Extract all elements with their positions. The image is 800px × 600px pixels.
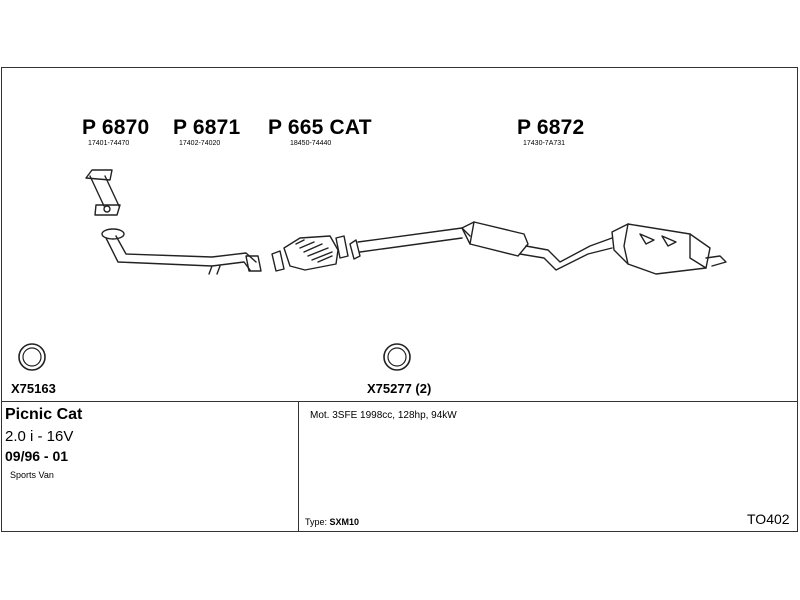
vehicle-body-type: Sports Van: [10, 470, 54, 480]
part-number-front-pipe: P 6870: [82, 116, 150, 139]
front-pipe-drawing: [85, 169, 121, 216]
part-number-intermediate-pipe: P 6871: [173, 116, 241, 139]
oem-number-intermediate-pipe: 17402-74020: [179, 140, 221, 147]
table-divider: [1, 401, 798, 402]
catalytic-converter-drawing: [271, 235, 349, 272]
intermediate-pipe-drawing: [101, 228, 262, 275]
gasket-ring-drawing: [18, 343, 46, 371]
vehicle-engine: 2.0 i - 16V: [5, 428, 74, 445]
oem-number-front-pipe: 17401-74470: [88, 140, 130, 147]
diagram-frame: [1, 67, 798, 532]
vehicle-model: Picnic Cat: [5, 406, 83, 423]
vehicle-type: Type: SXM10: [305, 517, 359, 527]
gasket-code-left: X75163: [11, 381, 56, 396]
part-number-catalytic-converter: P 665 CAT: [268, 116, 372, 139]
diagram-code: TO402: [747, 511, 790, 527]
oem-number-catalytic-converter: 18450-74440: [290, 140, 332, 147]
oem-number-rear-silencer: 17430-7A731: [523, 140, 566, 147]
gasket-ring-drawing: [383, 343, 411, 371]
motor-spec: Mot. 3SFE 1998cc, 128hp, 94kW: [310, 410, 457, 421]
gasket-code-right: X75277 (2): [367, 381, 432, 396]
type-value: SXM10: [329, 517, 360, 527]
type-label: Type:: [305, 517, 328, 527]
column-divider: [298, 402, 299, 532]
vehicle-years: 09/96 - 01: [5, 448, 69, 464]
rear-silencer-drawing: [349, 221, 727, 275]
part-number-rear-silencer: P 6872: [517, 116, 585, 139]
